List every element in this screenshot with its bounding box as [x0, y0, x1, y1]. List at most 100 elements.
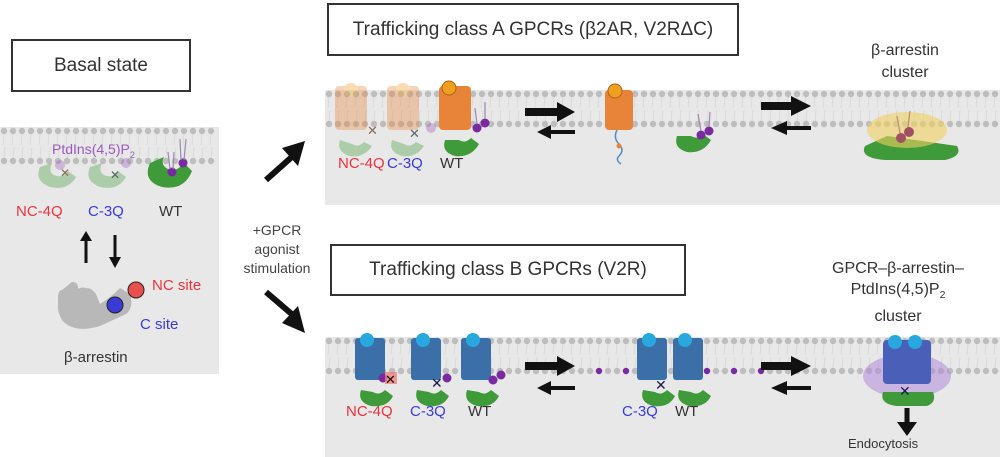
lipid-tail — [543, 343, 546, 356]
nc-site-label: NC site — [152, 277, 202, 294]
lipid-tail — [930, 343, 933, 356]
class-a-illustrations: ✕ ✕ — [335, 80, 959, 165]
lipid-head — [874, 337, 882, 345]
lipid-tail — [346, 356, 349, 369]
lipid-tail — [579, 343, 582, 356]
lipid-head — [784, 90, 792, 98]
lipid-head — [784, 337, 792, 345]
lipid-tail — [444, 343, 447, 356]
lipid-head — [793, 337, 801, 345]
beta-arrestin-label: β-arrestin — [64, 349, 128, 366]
lipid-head — [496, 90, 504, 98]
lipid-tail — [643, 109, 646, 122]
lipid-head — [757, 90, 765, 98]
lipid-tail — [147, 146, 150, 159]
lipid-head — [63, 157, 71, 165]
lipid-head — [9, 127, 17, 135]
lipid-tail — [29, 133, 32, 146]
class-a-equilibrium-2 — [761, 96, 811, 135]
lipid-tail — [597, 343, 600, 356]
lipid-head — [54, 127, 62, 135]
lipid-tail — [867, 96, 870, 109]
lipid-head — [45, 157, 53, 165]
lipid-tail — [958, 356, 961, 369]
basal-state-title: Basal state — [11, 39, 191, 92]
lipid-tail — [525, 96, 528, 109]
lipid-tail — [957, 343, 960, 356]
svg-text:✕: ✕ — [899, 383, 911, 399]
lipid-head — [703, 90, 711, 98]
lipid-head — [937, 90, 945, 98]
lipid-tail — [472, 109, 475, 122]
lipid-head — [829, 367, 837, 375]
lipid-tail — [597, 96, 600, 109]
arrestin-wt — [147, 138, 192, 188]
lipid-tail — [516, 96, 519, 109]
lipid-tail — [976, 109, 979, 122]
lipid-tail — [715, 109, 718, 122]
lipid-head — [739, 367, 747, 375]
lipid-tail — [327, 343, 330, 356]
b-label-nc4q: NC-4Q — [346, 403, 393, 420]
a-label-wt: WT — [440, 155, 464, 172]
lipid-tail — [39, 146, 42, 159]
lipid-head — [820, 367, 828, 375]
lipid-head — [910, 90, 918, 98]
basal-arrestins: ✕ ✕ — [38, 138, 192, 188]
lipid-head — [406, 90, 414, 98]
lipid-tail — [975, 343, 978, 356]
lipid-tail — [876, 343, 879, 356]
lipid-head — [9, 157, 17, 165]
lipid-head — [334, 120, 342, 128]
lipid-tail — [173, 133, 176, 146]
lipid-tail — [517, 356, 520, 369]
basal-equilibrium-arrows — [80, 231, 121, 268]
lipid-head — [541, 120, 549, 128]
lipid-tail — [976, 356, 979, 369]
lipid-tail — [868, 109, 871, 122]
stimulus-label: +GPCR agonist stimulation — [243, 222, 311, 276]
lipid-tail — [966, 343, 969, 356]
a-label-c3q: C-3Q — [387, 155, 423, 172]
b-label-wt: WT — [468, 403, 492, 420]
lipid-tail — [759, 96, 762, 109]
lipid-head — [415, 120, 423, 128]
lipid-head — [811, 90, 819, 98]
lipid-tail — [471, 96, 474, 109]
arrestin-c3q-faded — [88, 158, 131, 188]
lipid-head — [415, 90, 423, 98]
lipid-head — [712, 120, 720, 128]
lipid-head — [937, 337, 945, 345]
lipid-tail — [580, 109, 583, 122]
lipid-head — [946, 337, 954, 345]
lipid-head — [496, 337, 504, 345]
lipid-head — [171, 127, 179, 135]
lipid-tail — [607, 356, 610, 369]
lipid-head — [991, 337, 999, 345]
lipid-head — [397, 367, 405, 375]
b-mid-label-wt: WT — [675, 403, 699, 420]
lipid-tail — [30, 146, 33, 159]
lipid-head — [991, 120, 999, 128]
lipid-head — [613, 367, 621, 375]
lipid-tail — [912, 96, 915, 109]
lipid-head — [117, 157, 125, 165]
lipid-head — [847, 90, 855, 98]
lipid-head — [595, 120, 603, 128]
lipid-head — [604, 367, 612, 375]
lipid-head — [586, 120, 594, 128]
lipid-head — [811, 120, 819, 128]
lipid-head — [27, 157, 35, 165]
lipid-head — [712, 367, 720, 375]
lipid-tail — [615, 343, 618, 356]
lipid-tail — [859, 109, 862, 122]
lipid-tail — [967, 356, 970, 369]
lipid-tail — [939, 343, 942, 356]
lipid-head — [397, 120, 405, 128]
lipid-head — [694, 90, 702, 98]
lipid-tail — [445, 356, 448, 369]
lipid-head — [802, 90, 810, 98]
lipid-tail — [129, 146, 132, 159]
pip2-head — [730, 367, 738, 375]
lipid-head — [568, 337, 576, 345]
